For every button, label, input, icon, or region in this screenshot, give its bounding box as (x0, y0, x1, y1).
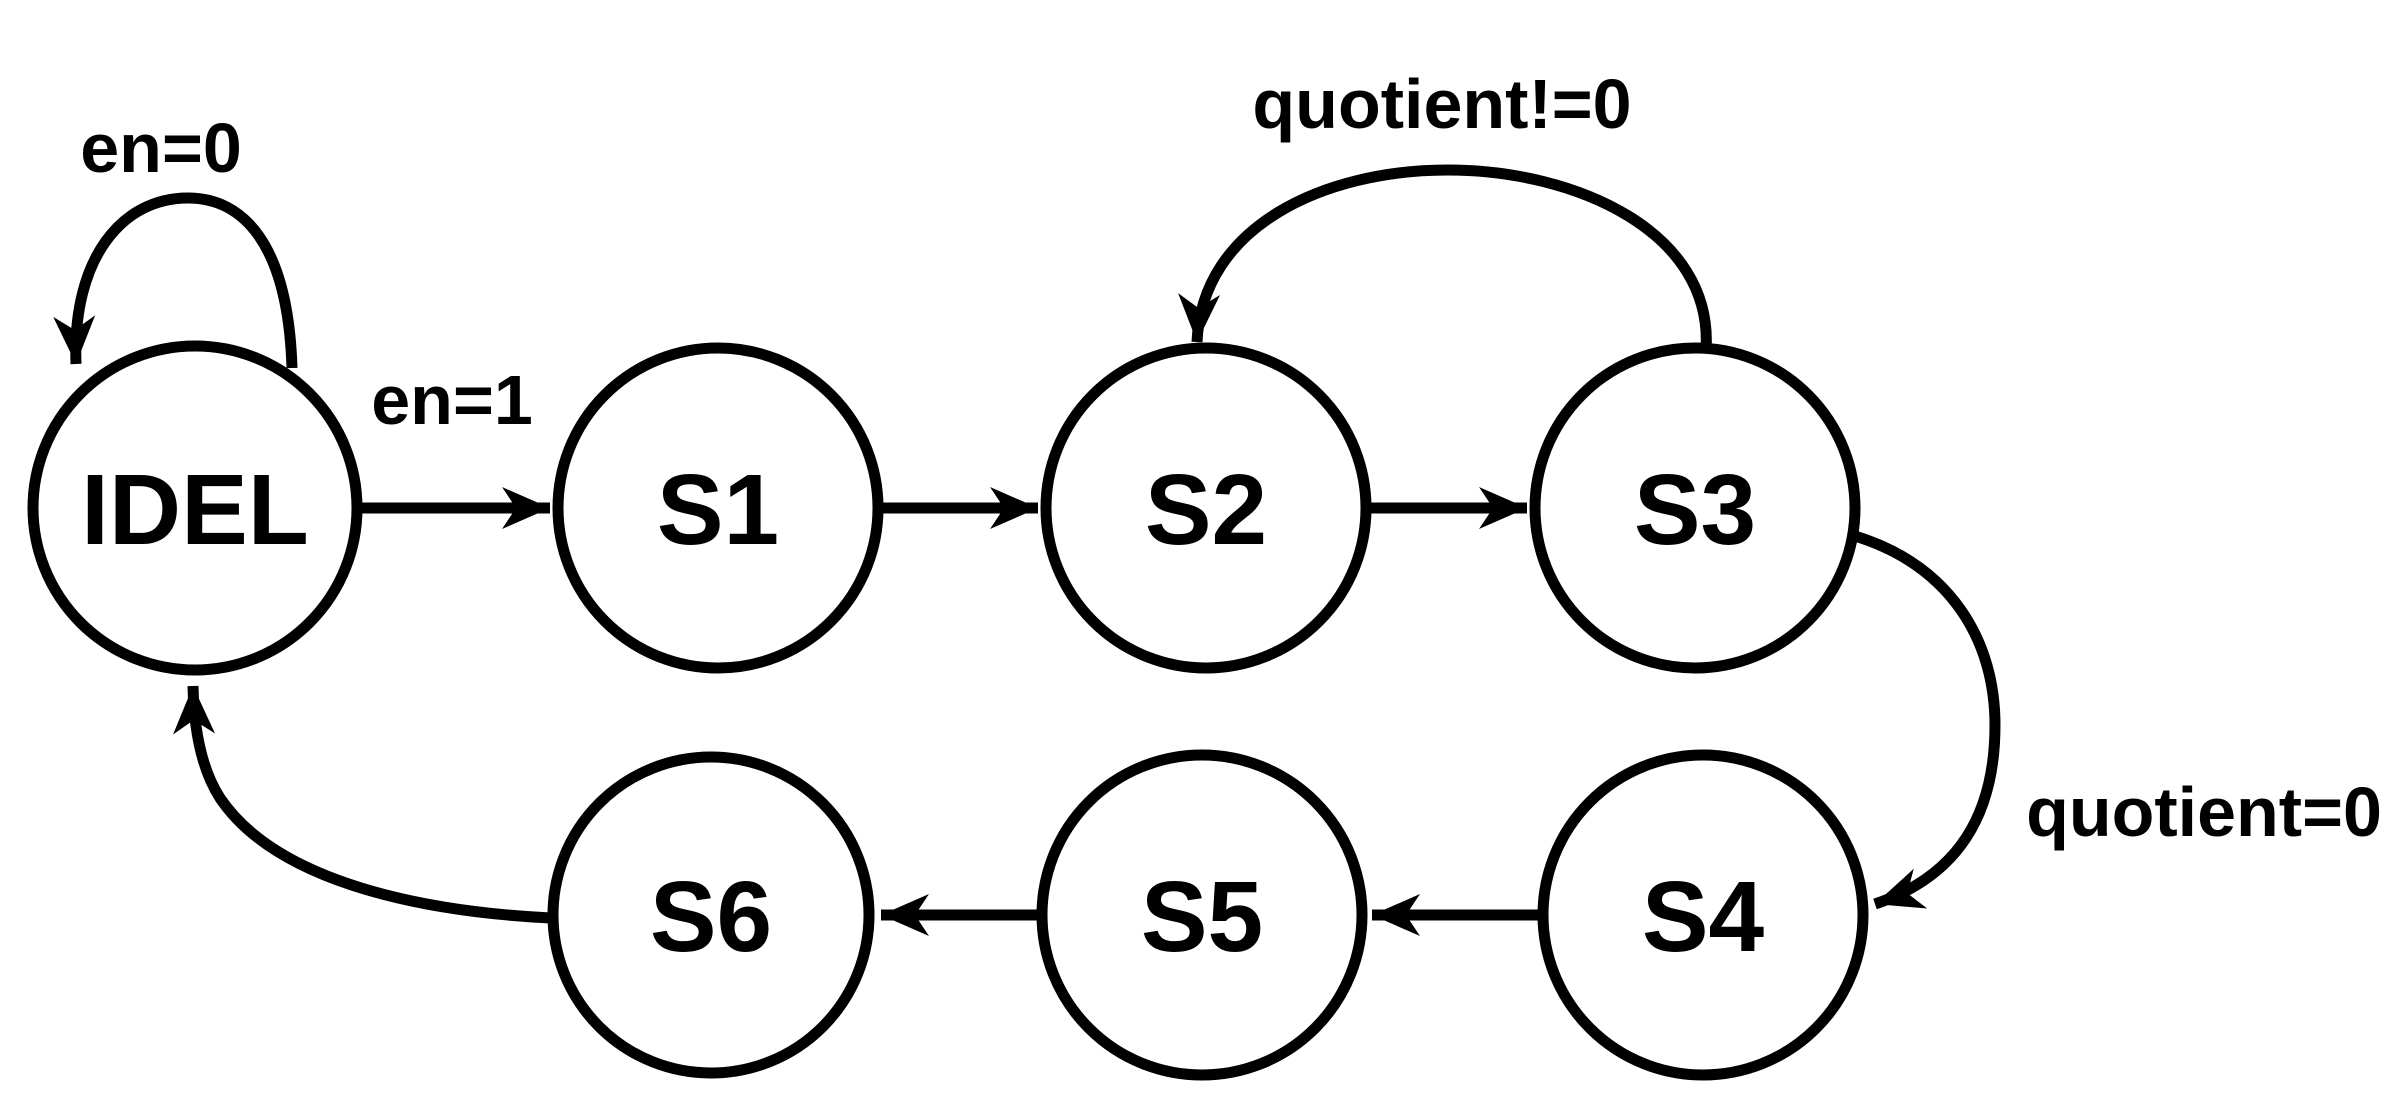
state-s2-circle (1040, 342, 1372, 674)
state-s6: S6 (547, 751, 875, 1079)
state-s3-circle (1529, 342, 1861, 674)
transition-idel-self-label: en=0 (80, 109, 242, 187)
state-s1: S1 (552, 342, 884, 674)
state-s3: S3 (1529, 342, 1861, 674)
transition-idel-s1-label: en=1 (371, 361, 533, 439)
state-s2-label: S2 (1145, 454, 1267, 566)
state-s6-circle (547, 751, 875, 1079)
state-s5-circle (1036, 749, 1368, 1081)
state-s2: S2 (1040, 342, 1372, 674)
state-idel-circle (27, 340, 363, 676)
transition-s3-s2-label: quotient!=0 (1252, 65, 1631, 143)
state-idel: IDEL (27, 340, 363, 676)
state-idel-label: IDEL (81, 454, 309, 566)
transition-s3-s2: quotient!=0 (1178, 65, 1712, 351)
transition-idel-s1: en=1 (359, 361, 550, 529)
state-s5: S5 (1036, 749, 1368, 1081)
transition-s6-idel-path (173, 685, 552, 924)
transition-s3-s2-path (1178, 164, 1712, 351)
transition-s3-s4: quotient=0 (1853, 530, 2382, 910)
state-s1-label: S1 (657, 454, 779, 566)
state-s5-label: S5 (1141, 861, 1263, 973)
state-s4-circle (1537, 749, 1869, 1081)
transition-s3-s4-label: quotient=0 (2026, 773, 2382, 851)
transition-idel-self: en=0 (53, 109, 298, 369)
transition-s3-s4-path (1853, 530, 2001, 910)
state-s4: S4 (1537, 749, 1869, 1081)
transition-s6-idel (173, 685, 552, 924)
state-s4-label: S4 (1642, 861, 1765, 973)
state-s1-circle (552, 342, 884, 674)
state-s3-label: S3 (1634, 454, 1756, 566)
transition-idel-self-path (53, 192, 298, 369)
state-s6-label: S6 (650, 861, 772, 973)
